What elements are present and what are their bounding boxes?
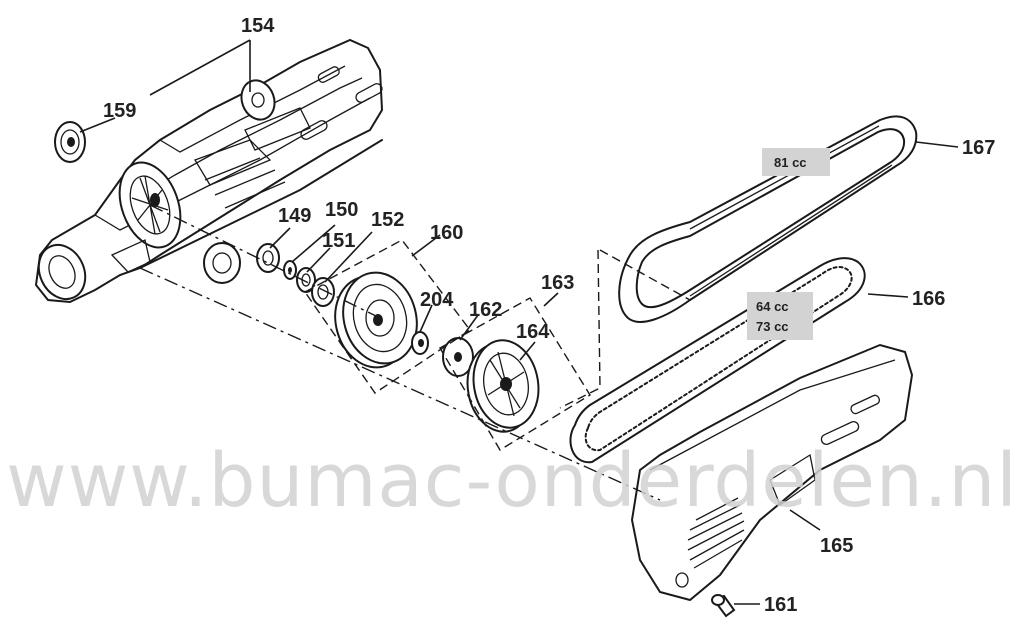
screw-161 <box>711 594 736 618</box>
part-label-159: 159 <box>103 100 136 122</box>
bearing-159 <box>54 121 86 163</box>
part-label-154: 154 <box>241 15 275 37</box>
washer-162 <box>442 337 474 377</box>
belt-166 <box>569 257 866 464</box>
part-label-165: 165 <box>820 535 853 557</box>
variant-box-166 <box>747 292 813 340</box>
variant-box-167 <box>762 148 830 176</box>
variant-label-81cc: 81 cc <box>774 155 807 170</box>
axis-line-upper <box>149 204 381 319</box>
group-box-160 <box>303 239 472 394</box>
variant-label-73cc: 73 cc <box>756 319 789 334</box>
part-label-164: 164 <box>516 321 550 343</box>
part-label-160: 160 <box>430 222 463 244</box>
part-label-150: 150 <box>325 199 358 221</box>
belt-167 <box>618 115 918 323</box>
belt-axis-line <box>559 249 601 409</box>
part-label-162: 162 <box>469 299 502 321</box>
part-label-152: 152 <box>371 209 404 231</box>
axis-line-main <box>139 267 661 501</box>
pulley-160 <box>334 271 418 369</box>
leader-lines <box>79 39 959 605</box>
part-label-163: 163 <box>541 272 574 294</box>
arm-housing <box>34 38 384 304</box>
spacer-150 <box>283 260 297 280</box>
clutch-164 <box>466 339 540 433</box>
part-label-167: 167 <box>962 137 995 159</box>
variant-label-64cc: 64 cc <box>756 299 789 314</box>
part-label-161: 161 <box>764 594 797 616</box>
part-label-151: 151 <box>322 230 355 252</box>
bearing-149 <box>256 243 280 273</box>
belt-axis-line-2 <box>599 249 691 301</box>
group-box-163 <box>439 297 591 451</box>
sleeve-204 <box>411 331 429 355</box>
part-label-204: 204 <box>420 289 454 311</box>
part-label-166: 166 <box>912 288 945 310</box>
cover-165 <box>630 343 914 602</box>
part-label-149: 149 <box>278 205 311 227</box>
